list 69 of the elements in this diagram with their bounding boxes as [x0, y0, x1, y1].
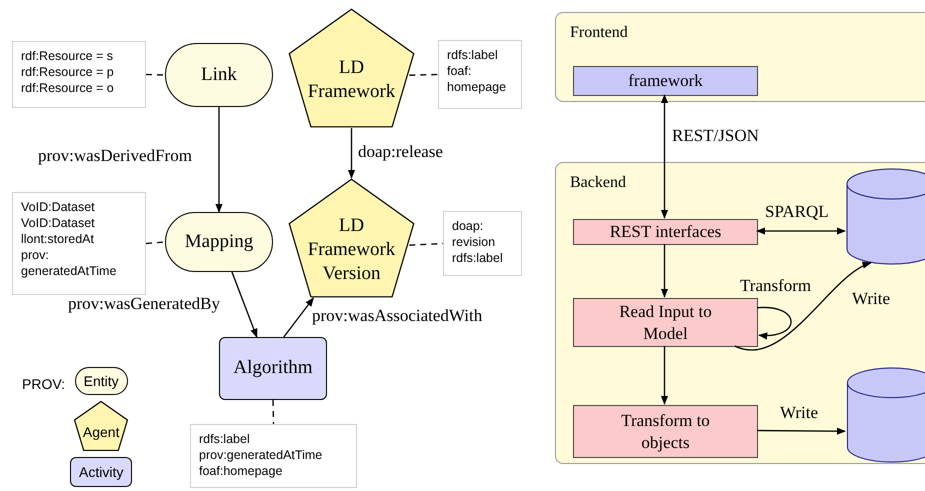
edge-label: Transform — [740, 276, 812, 296]
arrow — [231, 272, 258, 338]
node-label: Mapping — [184, 230, 254, 254]
arrow — [660, 244, 668, 298]
arrow — [283, 297, 314, 338]
group-title: Frontend — [570, 23, 629, 43]
node-label: LD Framework Version — [308, 214, 396, 286]
note-text: rdfs:label — [447, 47, 499, 63]
edge-label: Write — [780, 403, 818, 423]
dashed-connector — [409, 74, 438, 76]
process-box — [573, 219, 758, 245]
group-title: Backend — [570, 173, 627, 193]
arrow — [734, 262, 872, 350]
legend-title: PROV: — [22, 375, 66, 394]
node-label: Read Input to Model — [618, 301, 713, 344]
note-text: llont:storedAt — [21, 231, 95, 247]
dashed-connector — [409, 242, 444, 246]
node-label: Transform to objects — [620, 410, 711, 453]
arrow — [215, 107, 223, 213]
database-cylinder — [846, 367, 925, 463]
node-label: LD Framework — [308, 56, 396, 104]
note-box — [190, 424, 357, 488]
note-text: VoID:Dataset — [21, 215, 96, 231]
arrow — [757, 428, 846, 435]
edge-label: prov:wasDerivedFrom — [38, 146, 192, 166]
process-box — [573, 298, 758, 347]
legend-text: Agent — [82, 422, 120, 442]
note-text: foaf:homepage — [199, 463, 284, 479]
note-text: rdfs:label — [452, 250, 504, 266]
legend-text: Activity — [79, 462, 124, 482]
legend-text: Entity — [84, 372, 119, 391]
group-panel — [555, 12, 925, 102]
note-box — [438, 40, 522, 109]
dashed-connector — [146, 241, 166, 244]
agent-pentagon — [288, 8, 415, 128]
dashed-connector — [146, 74, 166, 76]
node-label: Algorithm — [233, 356, 313, 380]
arrow — [756, 227, 846, 235]
node-label: framework — [628, 70, 703, 92]
database-cylinder — [846, 168, 925, 265]
agent-pentagon — [288, 178, 415, 298]
note-text: rdf:Resource = p — [21, 64, 115, 80]
arrow — [660, 94, 668, 219]
note-text: prov: generatedAtTime — [21, 247, 118, 279]
edge-label: prov:wasGeneratedBy — [68, 294, 220, 314]
edge-label: SPARQL — [765, 202, 829, 222]
edge-label: prov:wasAssociatedWith — [312, 306, 482, 326]
note-text: VoID:Dataset — [21, 199, 96, 215]
edge-label: Write — [852, 289, 890, 309]
process-box — [573, 405, 758, 458]
note-box — [12, 192, 146, 295]
note-box — [443, 211, 522, 276]
note-text: foaf: homepage — [447, 63, 508, 95]
dashed-connector — [272, 400, 274, 424]
process-box — [573, 66, 758, 96]
note-text: rdf:Resource = s — [21, 48, 114, 64]
arrow — [348, 128, 356, 179]
edge-label: doap:release — [358, 142, 443, 162]
arrow — [756, 306, 792, 340]
note-text: prov:generatedAtTime — [199, 447, 324, 463]
arrow — [660, 346, 668, 405]
group-panel — [555, 162, 925, 464]
node-label: REST interfaces — [610, 221, 722, 243]
node-label: Link — [201, 62, 237, 87]
activity-box — [219, 337, 327, 400]
note-text: rdf:Resource = o — [21, 80, 115, 96]
note-box — [12, 41, 146, 108]
note-text: rdfs:label — [199, 431, 251, 447]
edge-label: REST/JSON — [672, 126, 759, 146]
